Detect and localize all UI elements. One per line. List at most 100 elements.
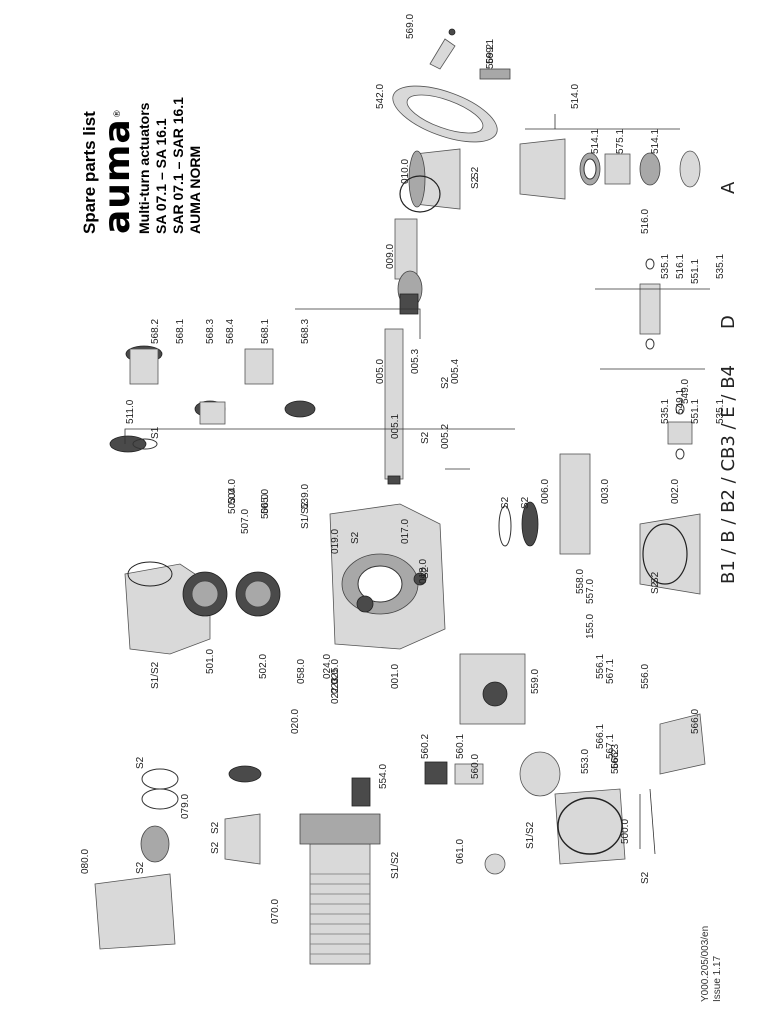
- part-label: 575.1: [615, 128, 626, 154]
- group-a-drawing: [519, 138, 701, 200]
- part-label: S2: [210, 821, 221, 834]
- part-label: 559.0: [530, 668, 541, 694]
- part-label: 005.1: [390, 413, 401, 439]
- part-label: S2: [520, 496, 531, 509]
- part-label: S1: [150, 426, 161, 439]
- part-079-drawing: [224, 765, 262, 865]
- part-label: 018.0: [418, 558, 429, 584]
- part-label: 507.0: [240, 508, 251, 534]
- part-label: S2: [135, 756, 146, 769]
- part-label: 551.1: [690, 398, 701, 424]
- part-label: 506.0: [260, 493, 271, 519]
- lever-drawing: [429, 28, 456, 70]
- part-label: 502.0: [258, 653, 269, 679]
- part-label: 010.0: [400, 158, 411, 184]
- part-label: 005.3: [410, 348, 421, 374]
- part-label: 500.0: [620, 818, 631, 844]
- part-label: 560.2: [420, 733, 431, 759]
- doc-ref: Y000.205/003/en Issue 1.17: [700, 926, 724, 1002]
- part-label: 501.0: [205, 648, 216, 674]
- part-566-drawing: [639, 713, 706, 855]
- part-label: 566.2: [610, 748, 621, 774]
- part-label: 005.4: [450, 358, 461, 384]
- brand-logo: auma®: [97, 34, 138, 234]
- doc-issue: Issue 1.17: [712, 955, 723, 1002]
- part-label: S1/S2: [390, 851, 401, 879]
- part-label: 568.1: [175, 318, 186, 344]
- output-drive-drawing: [498, 453, 701, 595]
- part-label: 568.2: [150, 318, 161, 344]
- worm-shaft-drawing: [384, 328, 404, 485]
- part-label: 551.1: [690, 258, 701, 284]
- part-label: 080.0: [80, 848, 91, 874]
- part-label: S2: [440, 376, 451, 389]
- part-label: S2: [420, 431, 431, 444]
- part-label: S1/S2: [150, 661, 161, 689]
- part-label: S2: [210, 841, 221, 854]
- part-label: 061.0: [455, 838, 466, 864]
- part-label: S2: [650, 581, 661, 594]
- part-label: 535.1: [715, 398, 726, 424]
- part-label: 560.1: [455, 733, 466, 759]
- part-label: 556.0: [640, 663, 651, 689]
- brackets: [124, 114, 710, 470]
- registered-mark: ®: [113, 108, 123, 119]
- part-label: S2: [135, 861, 146, 874]
- part-label: 001.0: [390, 663, 401, 689]
- part-label: S2: [470, 176, 481, 189]
- motor-070-drawing: [299, 813, 381, 965]
- part-label: 005.2: [440, 423, 451, 449]
- group-label-a: A: [718, 181, 739, 194]
- part-label: 569.2: [485, 43, 496, 69]
- part-label: 516.0: [640, 208, 651, 234]
- part-label: S2: [640, 871, 651, 884]
- part-061-drawing: [484, 853, 506, 875]
- brand-name: auma: [97, 118, 138, 234]
- part-080-drawing: [94, 768, 179, 950]
- part-label: 002.0: [670, 478, 681, 504]
- part-label: 079.0: [180, 793, 191, 819]
- part-label: 017.0: [400, 518, 411, 544]
- part-559-drawing: [459, 653, 526, 725]
- part-010-drawing: [399, 148, 461, 213]
- part-label: 006.0: [540, 478, 551, 504]
- part-label: 003.0: [600, 478, 611, 504]
- part-label: 514.1: [590, 128, 601, 154]
- part-553-drawing: [519, 751, 561, 797]
- part-label: 514.1: [650, 128, 661, 154]
- part-label: 516.1: [675, 253, 686, 279]
- part-label: 568.4: [225, 318, 236, 344]
- title-line3: SAR 07.1 – SAR 16.1: [170, 97, 186, 234]
- doc-number: Y000.205/003/en: [700, 925, 711, 1002]
- part-label: 155.0: [585, 613, 596, 639]
- part-label: 019.0: [330, 528, 341, 554]
- part-label: 535.1: [715, 253, 726, 279]
- part-label: 568.3: [300, 318, 311, 344]
- part-label: 542.0: [375, 83, 386, 109]
- part-label: 514.0: [570, 83, 581, 109]
- part-label: 503.0: [227, 488, 238, 514]
- part-label: 557.0: [585, 578, 596, 604]
- part-label: 567.1: [605, 658, 616, 684]
- part-label: 554.0: [378, 763, 389, 789]
- title-block: Spare parts list auma® Multi-turn actuat…: [80, 34, 204, 234]
- group-label-d: D: [718, 315, 739, 329]
- part-label: 566.0: [690, 708, 701, 734]
- handwheel-drawing: [392, 68, 511, 143]
- part-label: S2: [350, 531, 361, 544]
- gears-501-502-drawing: [182, 571, 281, 617]
- part-label: 549.1: [675, 388, 686, 414]
- part-label: 568.3: [205, 318, 216, 344]
- part-label: 560.0: [470, 753, 481, 779]
- part-label: 022.0: [330, 678, 341, 704]
- part-label: 020.0: [290, 708, 301, 734]
- title-line1: Multi-turn actuators: [136, 102, 152, 234]
- group-b3-drawing: [667, 403, 693, 460]
- title-line2: SA 07.1 – SA 16.1: [153, 118, 169, 234]
- part-label: 569.0: [405, 13, 416, 39]
- part-label: 005.0: [375, 358, 386, 384]
- main-housing-drawing: [329, 503, 446, 650]
- part-label: 535.1: [660, 398, 671, 424]
